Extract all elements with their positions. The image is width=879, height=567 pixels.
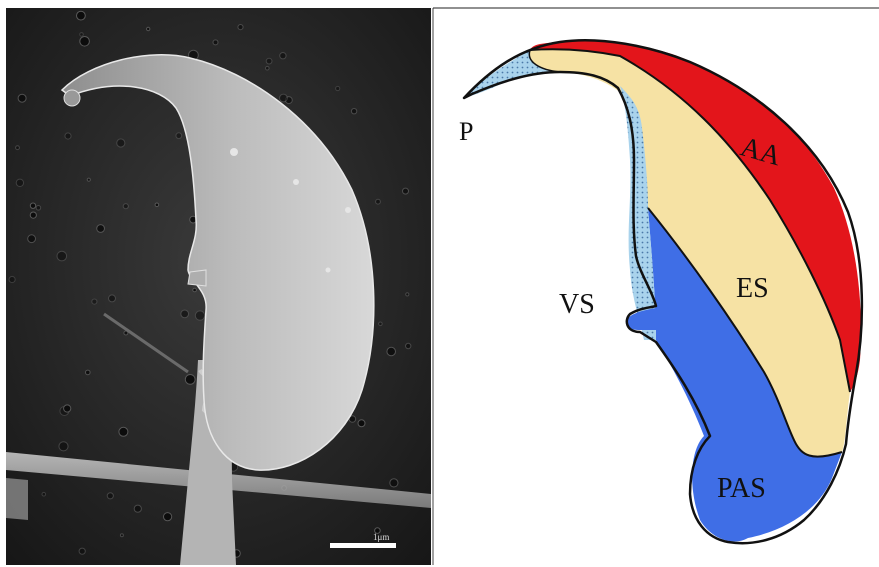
background-particle <box>107 493 113 499</box>
background-particle <box>176 133 182 139</box>
background-particle <box>92 299 97 304</box>
background-particle <box>280 94 288 102</box>
background-particle <box>120 534 123 537</box>
background-particle <box>213 40 218 45</box>
background-particle <box>164 513 172 521</box>
support-filament-edge <box>6 478 28 520</box>
bead <box>64 90 80 106</box>
background-particle <box>376 199 381 204</box>
background-particle <box>119 427 128 436</box>
ventral-spur <box>626 308 656 330</box>
background-particle <box>16 179 23 186</box>
background-particle <box>406 343 411 348</box>
background-particle <box>86 370 91 375</box>
ventral-spur-micrograph <box>188 270 206 286</box>
background-particle <box>117 139 125 147</box>
background-particle <box>30 212 36 218</box>
background-particle <box>77 11 86 20</box>
background-particle <box>387 347 396 356</box>
background-particle <box>64 405 71 412</box>
background-particle <box>266 66 270 70</box>
background-particle <box>238 25 243 30</box>
label-es: ES <box>736 273 769 304</box>
label-p: P <box>459 117 473 146</box>
label-vs: VS <box>559 289 595 320</box>
background-particle <box>16 146 20 150</box>
background-particle <box>403 188 409 194</box>
background-particle <box>65 133 71 139</box>
background-particle <box>134 505 141 512</box>
background-particle <box>351 109 356 114</box>
background-particle <box>123 204 128 209</box>
scale-bar <box>330 543 396 548</box>
background-particle <box>9 276 15 282</box>
background-particle <box>59 442 68 451</box>
background-particle <box>42 492 46 496</box>
background-particle <box>181 310 189 318</box>
background-particle <box>336 86 340 90</box>
background-particle <box>57 251 67 261</box>
background-particle <box>195 311 204 320</box>
label-pas: PAS <box>717 473 766 504</box>
background-particle <box>406 293 409 296</box>
background-particle <box>358 420 365 427</box>
background-particle <box>80 37 90 47</box>
background-particle <box>147 27 150 30</box>
bead <box>326 268 331 273</box>
scale-bar-label: 1μm <box>373 532 389 542</box>
background-particle <box>87 178 90 181</box>
bead <box>230 148 238 156</box>
background-particle <box>18 94 26 102</box>
background-particle <box>79 548 85 554</box>
background-particle <box>30 203 35 208</box>
background-particle <box>155 203 159 207</box>
background-particle <box>109 295 116 302</box>
bead <box>293 179 299 185</box>
background-particle <box>193 288 197 292</box>
background-particle <box>80 33 84 37</box>
background-particle <box>266 58 272 64</box>
background-particle <box>280 53 286 59</box>
background-particle <box>379 322 383 326</box>
micrograph-panel: 1μm <box>6 8 431 565</box>
schematic-panel: P AA ES VS PAS <box>459 40 862 543</box>
background-particle <box>390 479 398 487</box>
background-particle <box>97 225 105 233</box>
background-particle <box>185 375 195 385</box>
background-particle <box>28 235 36 243</box>
bead <box>345 207 351 213</box>
background-particle <box>36 206 41 211</box>
